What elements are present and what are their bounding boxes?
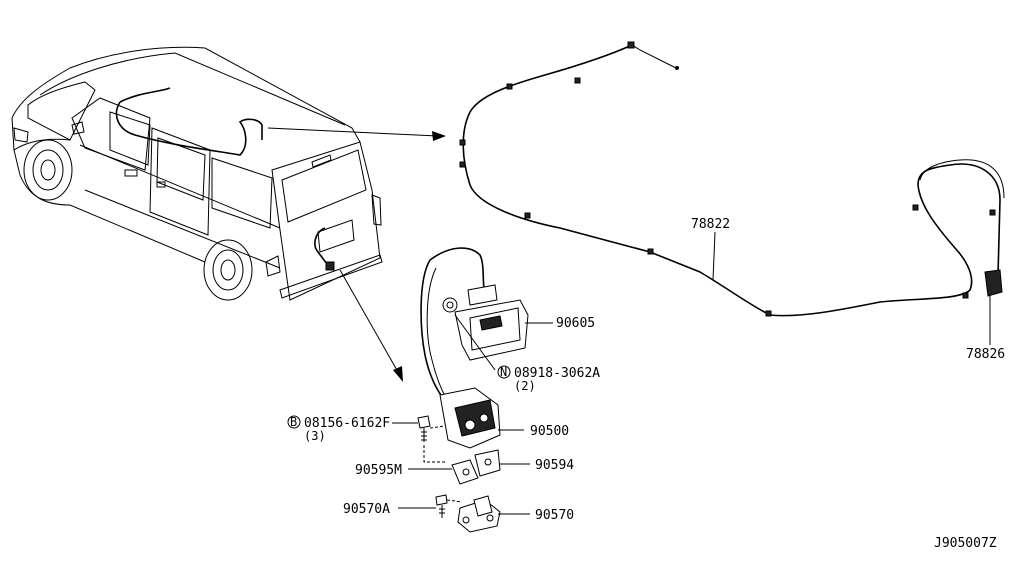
cable-78822 <box>459 41 1005 317</box>
label-08918-3062A: 08918-3062A <box>514 366 600 381</box>
latch-assembly <box>392 247 553 533</box>
label-78826: 78826 <box>966 347 1005 362</box>
qty-08156: (3) <box>304 429 326 443</box>
symbol-N: N <box>500 365 507 379</box>
label-90595M: 90595M <box>355 463 402 478</box>
callout-08918: N 08918-3062A (2) <box>497 365 600 393</box>
label-90500: 90500 <box>530 424 569 439</box>
label-90570A: 90570A <box>343 502 390 517</box>
bracket-78826 <box>984 269 1003 345</box>
qty-08918: (2) <box>514 379 536 393</box>
diagram-id: J905007Z <box>934 536 997 551</box>
van-illustration <box>11 46 383 301</box>
label-90594: 90594 <box>535 458 574 473</box>
label-90570: 90570 <box>535 508 574 523</box>
label-08156-6162F: 08156-6162F <box>304 416 390 431</box>
callout-08156: B 08156-6162F (3) <box>287 415 390 443</box>
label-78822: 78822 <box>691 217 730 232</box>
label-90605: 90605 <box>556 316 595 331</box>
callout-arrows <box>267 127 446 382</box>
symbol-B: B <box>290 415 297 429</box>
